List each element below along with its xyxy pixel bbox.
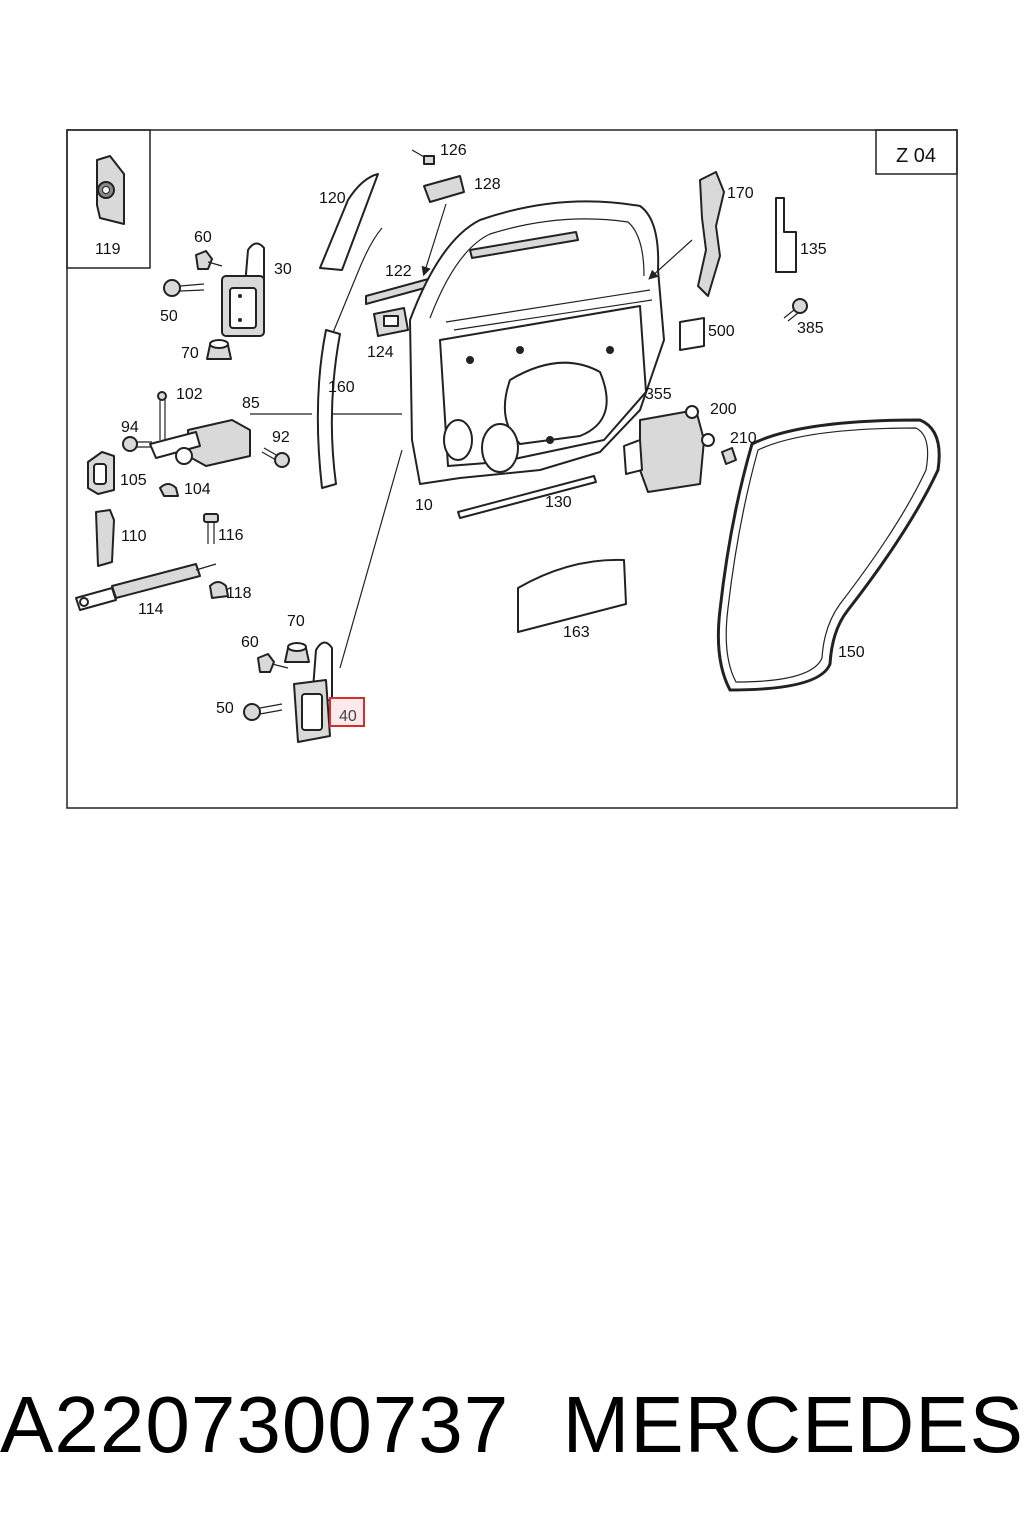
- strut-114-icon: [75, 563, 217, 611]
- part-105-icon: [87, 451, 115, 495]
- callout-118: 118: [226, 585, 252, 602]
- part-135-icon: [775, 197, 797, 273]
- callout-116: 116: [218, 527, 244, 544]
- part-210-icon: [721, 447, 737, 465]
- callout-85: 85: [242, 395, 260, 412]
- part-124-icon: [373, 307, 409, 337]
- callout-163: 163: [563, 624, 590, 641]
- callout-210: 210: [730, 430, 757, 447]
- part-120-icon: [319, 173, 379, 271]
- callout-114: 114: [138, 601, 164, 618]
- callout-50-lower: 50: [216, 700, 234, 717]
- parts-diagram: Z 04: [66, 129, 958, 809]
- panel-163-icon: [517, 558, 627, 633]
- part-caption: A2207300737 MERCEDES: [0, 1370, 1024, 1480]
- clip-118-icon: [209, 581, 229, 599]
- hinge-lower-40-icon: [293, 641, 333, 743]
- nut-70-upper-icon: [206, 339, 232, 360]
- door-10-icon: [409, 200, 665, 485]
- callout-105: 105: [120, 472, 147, 489]
- callout-128: 128: [474, 176, 501, 193]
- callout-50-upper: 50: [160, 308, 178, 325]
- part-128-icon: [423, 175, 465, 203]
- callout-150: 150: [838, 644, 865, 661]
- callout-94: 94: [121, 419, 139, 436]
- callout-200: 200: [710, 401, 737, 418]
- leader-128: [421, 203, 447, 277]
- seal-150-inner-icon: [725, 427, 929, 683]
- callout-160: 160: [328, 379, 355, 396]
- part-500-icon: [679, 317, 705, 351]
- bolt-94-icon: [122, 436, 152, 452]
- bolt-60-lower-icon: [257, 653, 289, 673]
- bolt-50-upper-icon: [163, 279, 205, 297]
- callout-130: 130: [545, 494, 572, 511]
- highlighted-callout-box: [329, 697, 365, 727]
- brand-name: MERCEDES: [562, 1380, 1024, 1469]
- part-200-icon: [623, 405, 715, 493]
- bolt-60-upper-icon: [195, 250, 223, 270]
- seal-strip-160-icon: [316, 329, 341, 489]
- sheet-code-box: [875, 129, 958, 175]
- callout-124: 124: [367, 344, 394, 361]
- callout-60-upper: 60: [194, 229, 212, 246]
- part-126-icon: [411, 149, 435, 165]
- callout-30: 30: [274, 261, 292, 278]
- diagram-frame: [66, 129, 958, 809]
- sheet-code: Z 04: [896, 145, 936, 167]
- callout-92: 92: [272, 429, 290, 446]
- seal-150-icon: [716, 418, 941, 692]
- part-385-icon: [783, 298, 808, 322]
- callout-60-lower: 60: [241, 634, 259, 651]
- clip-104-icon: [159, 483, 179, 497]
- callout-70-lower: 70: [287, 613, 305, 630]
- callout-102: 102: [176, 386, 203, 403]
- bolt-92-icon: [261, 447, 290, 468]
- part-119-icon: [96, 155, 125, 225]
- callout-385: 385: [797, 320, 824, 337]
- part-110-icon: [95, 509, 115, 567]
- callout-122: 122: [385, 263, 412, 280]
- leader-170: [648, 239, 693, 280]
- callout-104: 104: [184, 481, 211, 498]
- part-85-icon: [149, 419, 251, 467]
- callout-120: 120: [319, 190, 346, 207]
- part-170-icon: [697, 171, 725, 297]
- part-116-icon: [203, 513, 219, 544]
- callout-119: 119: [95, 241, 121, 258]
- bolt-50-lower-icon: [243, 703, 283, 721]
- callout-135: 135: [800, 241, 827, 258]
- leader-10-to-40: [339, 449, 403, 669]
- callout-10: 10: [415, 497, 433, 514]
- part-number: A2207300737: [0, 1380, 510, 1469]
- callout-170: 170: [727, 185, 754, 202]
- hinge-upper-icon: [221, 242, 265, 337]
- nut-70-lower-icon: [284, 642, 310, 663]
- part-102-icon: [157, 391, 167, 440]
- callout-500: 500: [708, 323, 735, 340]
- part-122-icon: [329, 227, 383, 341]
- callout-355: 355: [645, 386, 672, 403]
- callout-110: 110: [121, 528, 147, 545]
- inset-box-119: [66, 129, 151, 269]
- callout-126: 126: [440, 142, 467, 159]
- highlighted-callout-40: 40: [339, 708, 357, 725]
- strip-130-icon: [457, 475, 597, 519]
- callout-70-upper: 70: [181, 345, 199, 362]
